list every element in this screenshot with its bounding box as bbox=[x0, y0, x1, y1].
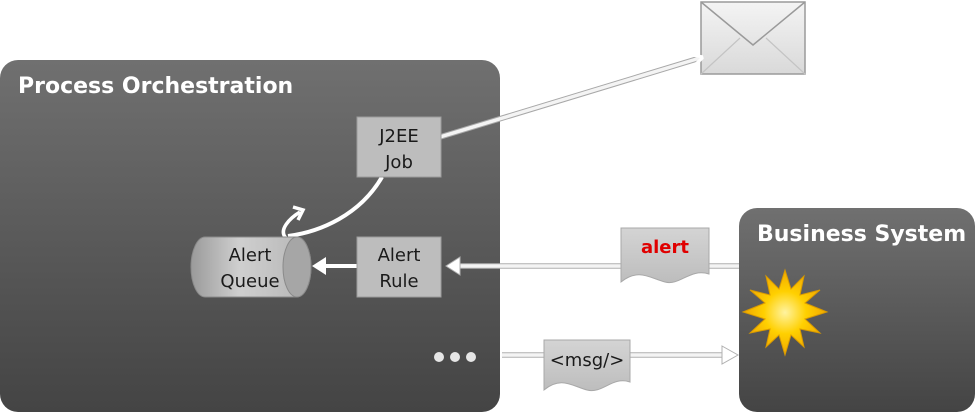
alert-message: alert bbox=[620, 227, 710, 284]
event-burst-icon bbox=[741, 268, 829, 357]
alert-rule-node: Alert Rule bbox=[356, 236, 442, 298]
business-system-title: Business System bbox=[757, 222, 966, 247]
alert-message-label: alert bbox=[641, 237, 689, 258]
more-dots-icon bbox=[434, 352, 476, 362]
j2ee-job-label-line1: J2EE bbox=[378, 126, 419, 147]
envelope-icon bbox=[700, 1, 806, 75]
alert-rule-label-line1: Alert bbox=[378, 245, 421, 266]
alert-rule-label-line2: Rule bbox=[379, 271, 418, 292]
j2ee-job-label-line2: Job bbox=[384, 152, 413, 173]
arrow-job-to-queue bbox=[287, 175, 384, 238]
msg-message-label: <msg/> bbox=[550, 350, 625, 371]
process-orchestration-title: Process Orchestration bbox=[18, 74, 293, 99]
alert-queue-label-line2: Queue bbox=[220, 271, 279, 292]
msg-message: <msg/> bbox=[543, 339, 631, 392]
business-system-container: Business System bbox=[739, 208, 975, 412]
process-orchestration-container: Process Orchestration bbox=[0, 60, 500, 412]
alert-queue-label-line1: Alert bbox=[229, 245, 272, 266]
alert-queue-node: Alert Queue bbox=[190, 236, 312, 298]
j2ee-job-node: J2EE Job bbox=[356, 116, 442, 178]
